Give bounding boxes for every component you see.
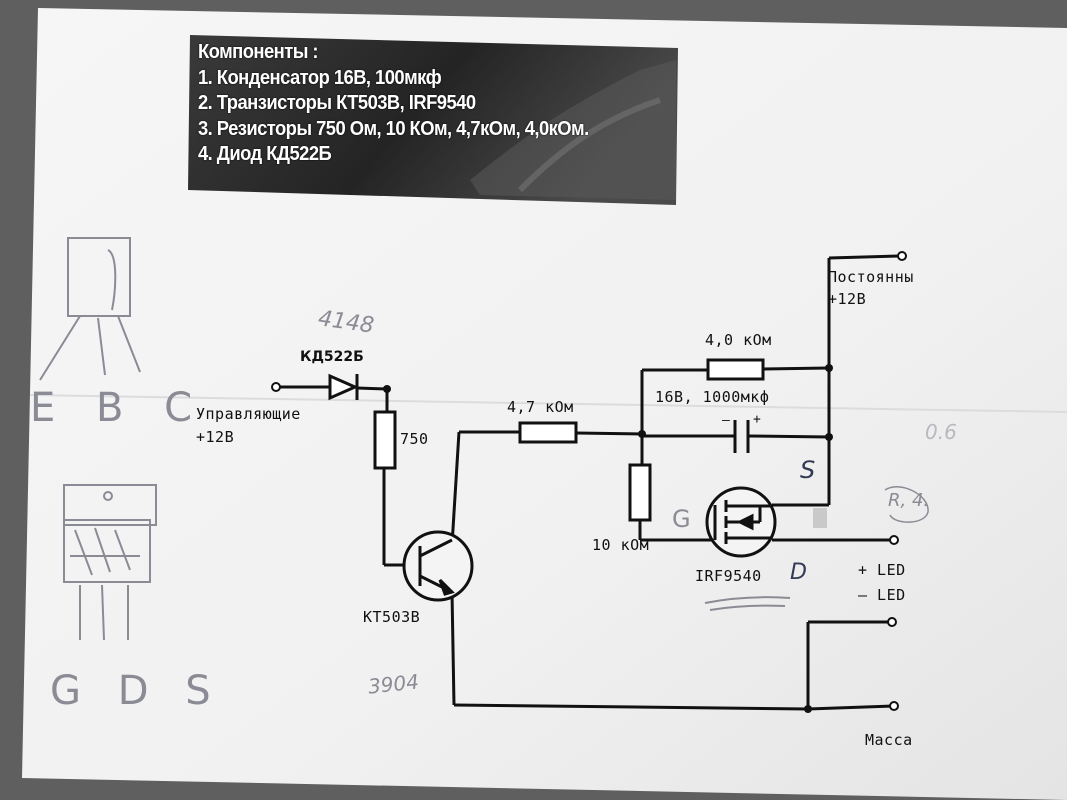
component-item-4: 4. Диод КД522Б (198, 143, 332, 165)
components-title: Компоненты : (198, 41, 319, 63)
mosfet-pinout-note: G D S (50, 668, 223, 714)
resistor-750 (373, 410, 397, 470)
gate-mark: G (672, 505, 691, 533)
component-item-2: 2. Транзисторы КТ503В, IRF9540 (198, 92, 476, 114)
capacitor-symbol (733, 420, 750, 453)
note-circle (884, 486, 929, 523)
mosfet-package-sketch (63, 484, 157, 641)
capacitor-minus: – (722, 413, 731, 428)
components-banner (188, 35, 678, 205)
control-input-voltage: +12В (196, 428, 235, 446)
mosfet-underline-scribble (704, 596, 791, 611)
right-note: R, 4. (888, 490, 930, 511)
capacitor-value: 16В, 1000мкф (655, 388, 770, 406)
source-mark: S (800, 456, 816, 484)
mosfet-symbol (705, 486, 777, 558)
component-item-3: 3. Резисторы 750 Ом, 10 КОм, 4,7кОм, 4,0… (198, 117, 589, 140)
npn-package-sketch (39, 237, 141, 381)
diode-label: КД522Б (300, 349, 364, 365)
diode-symbol (328, 373, 359, 401)
resistor-4-0k (706, 358, 765, 381)
led-plus-label: + LED (858, 561, 906, 579)
resistor-4-7k (518, 421, 578, 444)
capacitor-plus: + (753, 412, 762, 427)
ground-label: Масса (865, 731, 913, 749)
npn-transistor-symbol (402, 530, 474, 602)
resistor-10k-value: 10 кОм (592, 536, 650, 554)
drain-mark: D (790, 560, 807, 585)
npn-transistor-label: КТ503В (363, 608, 421, 626)
voltage-note: 0.6 (925, 420, 957, 444)
npn-pinout-note: E B C (30, 385, 207, 431)
supply-voltage: +12В (828, 290, 867, 308)
resistor-10k (628, 463, 652, 522)
paper-fold (29, 394, 1067, 413)
terminals (271, 251, 907, 711)
supply-label: Постоянны (828, 268, 914, 286)
smudge (813, 508, 827, 528)
resistor-750-value: 750 (400, 430, 429, 448)
led-minus-label: – LED (858, 586, 906, 604)
schematic-wires (276, 254, 901, 711)
resistor-4-7k-value: 4,7 кОм (507, 398, 574, 416)
mosfet-label: IRF9540 (695, 567, 762, 585)
component-item-1: 1. Конденсатор 16В, 100мкф (198, 66, 442, 89)
control-input-label: Управляющие (196, 405, 301, 423)
resistor-4-0k-value: 4,0 кОм (705, 331, 772, 349)
components-list: Компоненты : 1. Конденсатор 16В, 100мкф … (198, 40, 640, 168)
junction-dots (383, 364, 833, 713)
